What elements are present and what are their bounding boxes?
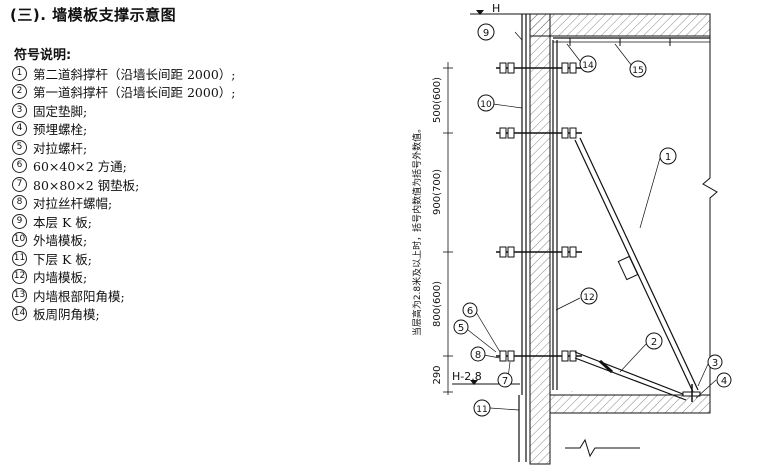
legend-item: 6 60×40×2 方通; <box>12 157 236 176</box>
callout-2: 2 <box>645 332 663 350</box>
svg-text:11: 11 <box>476 405 487 415</box>
callout-7: 7 <box>497 372 513 388</box>
legend-number: 12 <box>12 269 27 285</box>
legend-text: 固定垫脚; <box>33 103 88 119</box>
legend-text: 60×40×2 方通; <box>33 159 127 175</box>
tie-rod-nuts <box>499 62 577 362</box>
svg-text:9: 9 <box>483 28 489 39</box>
svg-text:10: 10 <box>480 100 492 110</box>
callout-11: 11 <box>473 399 491 417</box>
legend-item: 8 对拉丝杆螺帽; <box>12 194 236 213</box>
svg-text:7: 7 <box>502 376 508 387</box>
legend-item: 10 外墙模板; <box>12 231 236 250</box>
dimension-line <box>443 62 453 395</box>
legend-text: 第一道斜撑杆（沿墙长间距 2000）; <box>33 85 236 101</box>
legend-text: 下层 K 板; <box>33 251 92 267</box>
legend-number: 9 <box>12 213 27 229</box>
legend-text: 对拉螺杆; <box>33 140 88 156</box>
svg-text:4: 4 <box>721 376 727 387</box>
legend-number: 2 <box>12 84 27 100</box>
legend-item: 13 内墙根部阳角模; <box>12 286 236 305</box>
legend-text: 80×80×2 钢垫板; <box>33 177 140 193</box>
height-note: 当层高为2.8米及以上时，括号内数值为括号外数值。 <box>411 124 423 336</box>
legend-text: 第二道斜撑杆（沿墙长间距 2000）; <box>33 66 236 82</box>
legend-number: 1 <box>12 65 27 81</box>
svg-text:14: 14 <box>582 61 594 71</box>
callout-13: 13 <box>571 391 573 393</box>
callout-15: 15 <box>629 60 647 78</box>
svg-text:6: 6 <box>467 306 473 317</box>
legend-text: 本层 K 板; <box>33 214 92 230</box>
legend-number: 14 <box>12 306 27 322</box>
legend-number: 8 <box>12 195 27 211</box>
legend-item: 14 板周阴角模; <box>12 305 236 324</box>
callout-5: 5 <box>453 319 469 335</box>
legend-text: 外墙模板; <box>33 233 88 249</box>
legend-heading: 符号说明: <box>14 48 72 63</box>
page-title: (三). 墙模板支撑示意图 <box>10 6 177 24</box>
callout-4: 4 <box>716 372 732 388</box>
callout-14: 14 <box>579 55 597 73</box>
svg-text:12: 12 <box>583 293 594 303</box>
svg-text:15: 15 <box>632 66 643 76</box>
outer-wall-formwork <box>521 14 527 395</box>
slab-edge-corner-mold <box>553 37 710 46</box>
break-line-bottom <box>565 438 640 458</box>
legend-number: 13 <box>12 287 27 303</box>
svg-text:13: 13 <box>571 391 573 393</box>
callout-12: 12 <box>580 287 598 305</box>
legend-number: 4 <box>12 121 27 137</box>
lower-k-board <box>518 395 527 462</box>
legend-item: 3 固定垫脚; <box>12 101 236 120</box>
svg-text:H-2.8: H-2.8 <box>452 370 482 383</box>
callout-3: 3 <box>707 354 723 370</box>
svg-text:2: 2 <box>651 337 657 348</box>
callout-10: 10 <box>477 94 495 112</box>
legend-item: 12 内墙模板; <box>12 268 236 287</box>
legend-item: 9 本层 K 板; <box>12 212 236 231</box>
svg-text:8: 8 <box>475 350 481 361</box>
legend-item: 11 下层 K 板; <box>12 249 236 268</box>
legend-item: 2 第一道斜撑杆（沿墙长间距 2000）; <box>12 83 236 102</box>
legend-item: 1 第二道斜撑杆（沿墙长间距 2000）; <box>12 64 236 83</box>
svg-text:3: 3 <box>712 358 718 369</box>
legend-item: 4 预埋螺栓; <box>12 120 236 139</box>
legend-number: 5 <box>12 139 27 155</box>
legend-item: 5 对拉螺杆; <box>12 138 236 157</box>
legend-text: 对拉丝杆螺帽; <box>33 196 113 212</box>
svg-text:H: H <box>492 2 500 15</box>
legend-number: 11 <box>12 250 27 266</box>
callout-1: 1 <box>659 147 677 165</box>
dimension-label: 500(600) <box>432 77 443 123</box>
wall-formwork-support-diagram: H H-2.8 500(600) 900(700) 800(600) 290 当… <box>411 2 732 465</box>
legend-number: 3 <box>12 102 27 118</box>
callout-8: 8 <box>470 346 486 362</box>
legend-number: 6 <box>12 158 27 174</box>
level-marker-top: H <box>470 2 540 15</box>
concrete-wall <box>529 13 711 465</box>
first-diagonal-brace <box>574 351 689 401</box>
svg-text:1: 1 <box>665 152 671 163</box>
second-diagonal-brace <box>574 137 699 393</box>
symbol-legend: 1 第二道斜撑杆（沿墙长间距 2000）; 2 第一道斜撑杆（沿墙长间距 2000）… <box>12 64 236 323</box>
svg-text:5: 5 <box>458 323 464 334</box>
dimension-label: 290 <box>432 365 443 384</box>
break-line <box>702 36 718 395</box>
fixed-foot-plate <box>682 384 701 402</box>
dimension-label: 800(600) <box>432 281 443 327</box>
legend-text: 预埋螺栓; <box>33 122 88 138</box>
dimension-label: 900(700) <box>432 169 443 215</box>
callout-6: 6 <box>462 302 478 318</box>
legend-number: 7 <box>12 176 27 192</box>
inner-wall-formwork <box>552 40 558 390</box>
legend-text: 内墙模板; <box>33 270 88 286</box>
legend-text: 板周阴角模; <box>33 307 100 323</box>
callout-9: 9 <box>477 23 495 41</box>
legend-number: 10 <box>12 232 27 248</box>
legend-item: 7 80×80×2 钢垫板; <box>12 175 236 194</box>
legend-text: 内墙根部阳角模; <box>33 288 125 304</box>
